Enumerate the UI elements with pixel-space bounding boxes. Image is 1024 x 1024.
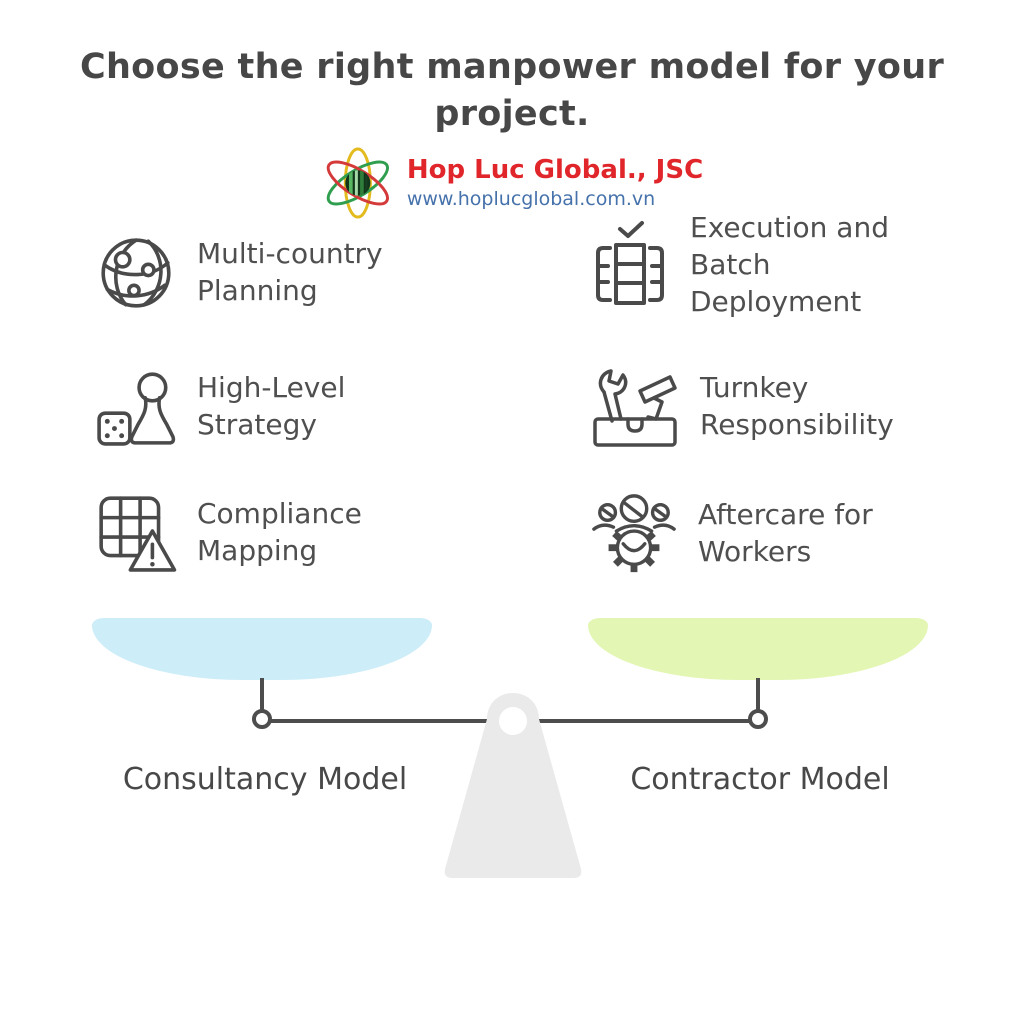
feature-label: Turnkey Responsibility <box>700 371 894 441</box>
brand-logo: Hop Luc Global., JSC www.hoplucglobal.co… <box>321 146 703 220</box>
feature-label: Aftercare for Workers <box>698 498 873 568</box>
feature-high-level-strategy: High-Level Strategy <box>95 366 345 448</box>
brand-website: www.hoplucglobal.com.vn <box>406 188 656 211</box>
scale-stem-right <box>756 678 760 716</box>
aftercare-team-gear-icon <box>590 490 678 578</box>
consultancy-model-label: Consultancy Model <box>122 762 408 797</box>
strategy-pawn-dice-icon <box>95 366 177 448</box>
scale-stem-left <box>260 678 264 716</box>
scale-pivot-right <box>748 709 768 729</box>
feature-label: Execution and Batch Deployment <box>690 211 889 318</box>
feature-execution-batch-deployment: Execution and Batch Deployment <box>590 210 889 321</box>
feature-turnkey-responsibility: Turnkey Responsibility <box>590 366 894 448</box>
batch-deployment-icon <box>590 219 670 311</box>
contractor-model-label: Contractor Model <box>630 762 890 797</box>
feature-multi-country-planning: Multi-country Planning <box>95 232 383 314</box>
scale-pan-consultancy <box>92 618 432 680</box>
atom-logo-icon <box>321 146 395 220</box>
page-title: Choose the right manpower model for your… <box>79 47 945 134</box>
compliance-grid-warning-icon <box>95 492 177 574</box>
scale-pivot-left <box>252 709 272 729</box>
feature-aftercare-workers: Aftercare for Workers <box>590 490 873 578</box>
feature-label: Multi-country Planning <box>197 237 383 307</box>
feature-label: Compliance Mapping <box>197 497 362 567</box>
brand-text-block: Hop Luc Global., JSC www.hoplucglobal.co… <box>407 155 703 211</box>
feature-compliance-mapping: Compliance Mapping <box>95 492 362 574</box>
scale-fulcrum <box>440 693 586 878</box>
turnkey-toolbox-icon <box>590 366 680 448</box>
globe-network-icon <box>95 232 177 314</box>
brand-name: Hop Luc Global., JSC <box>406 155 704 185</box>
scale-pan-contractor <box>588 618 928 680</box>
feature-label: High-Level Strategy <box>197 371 346 441</box>
